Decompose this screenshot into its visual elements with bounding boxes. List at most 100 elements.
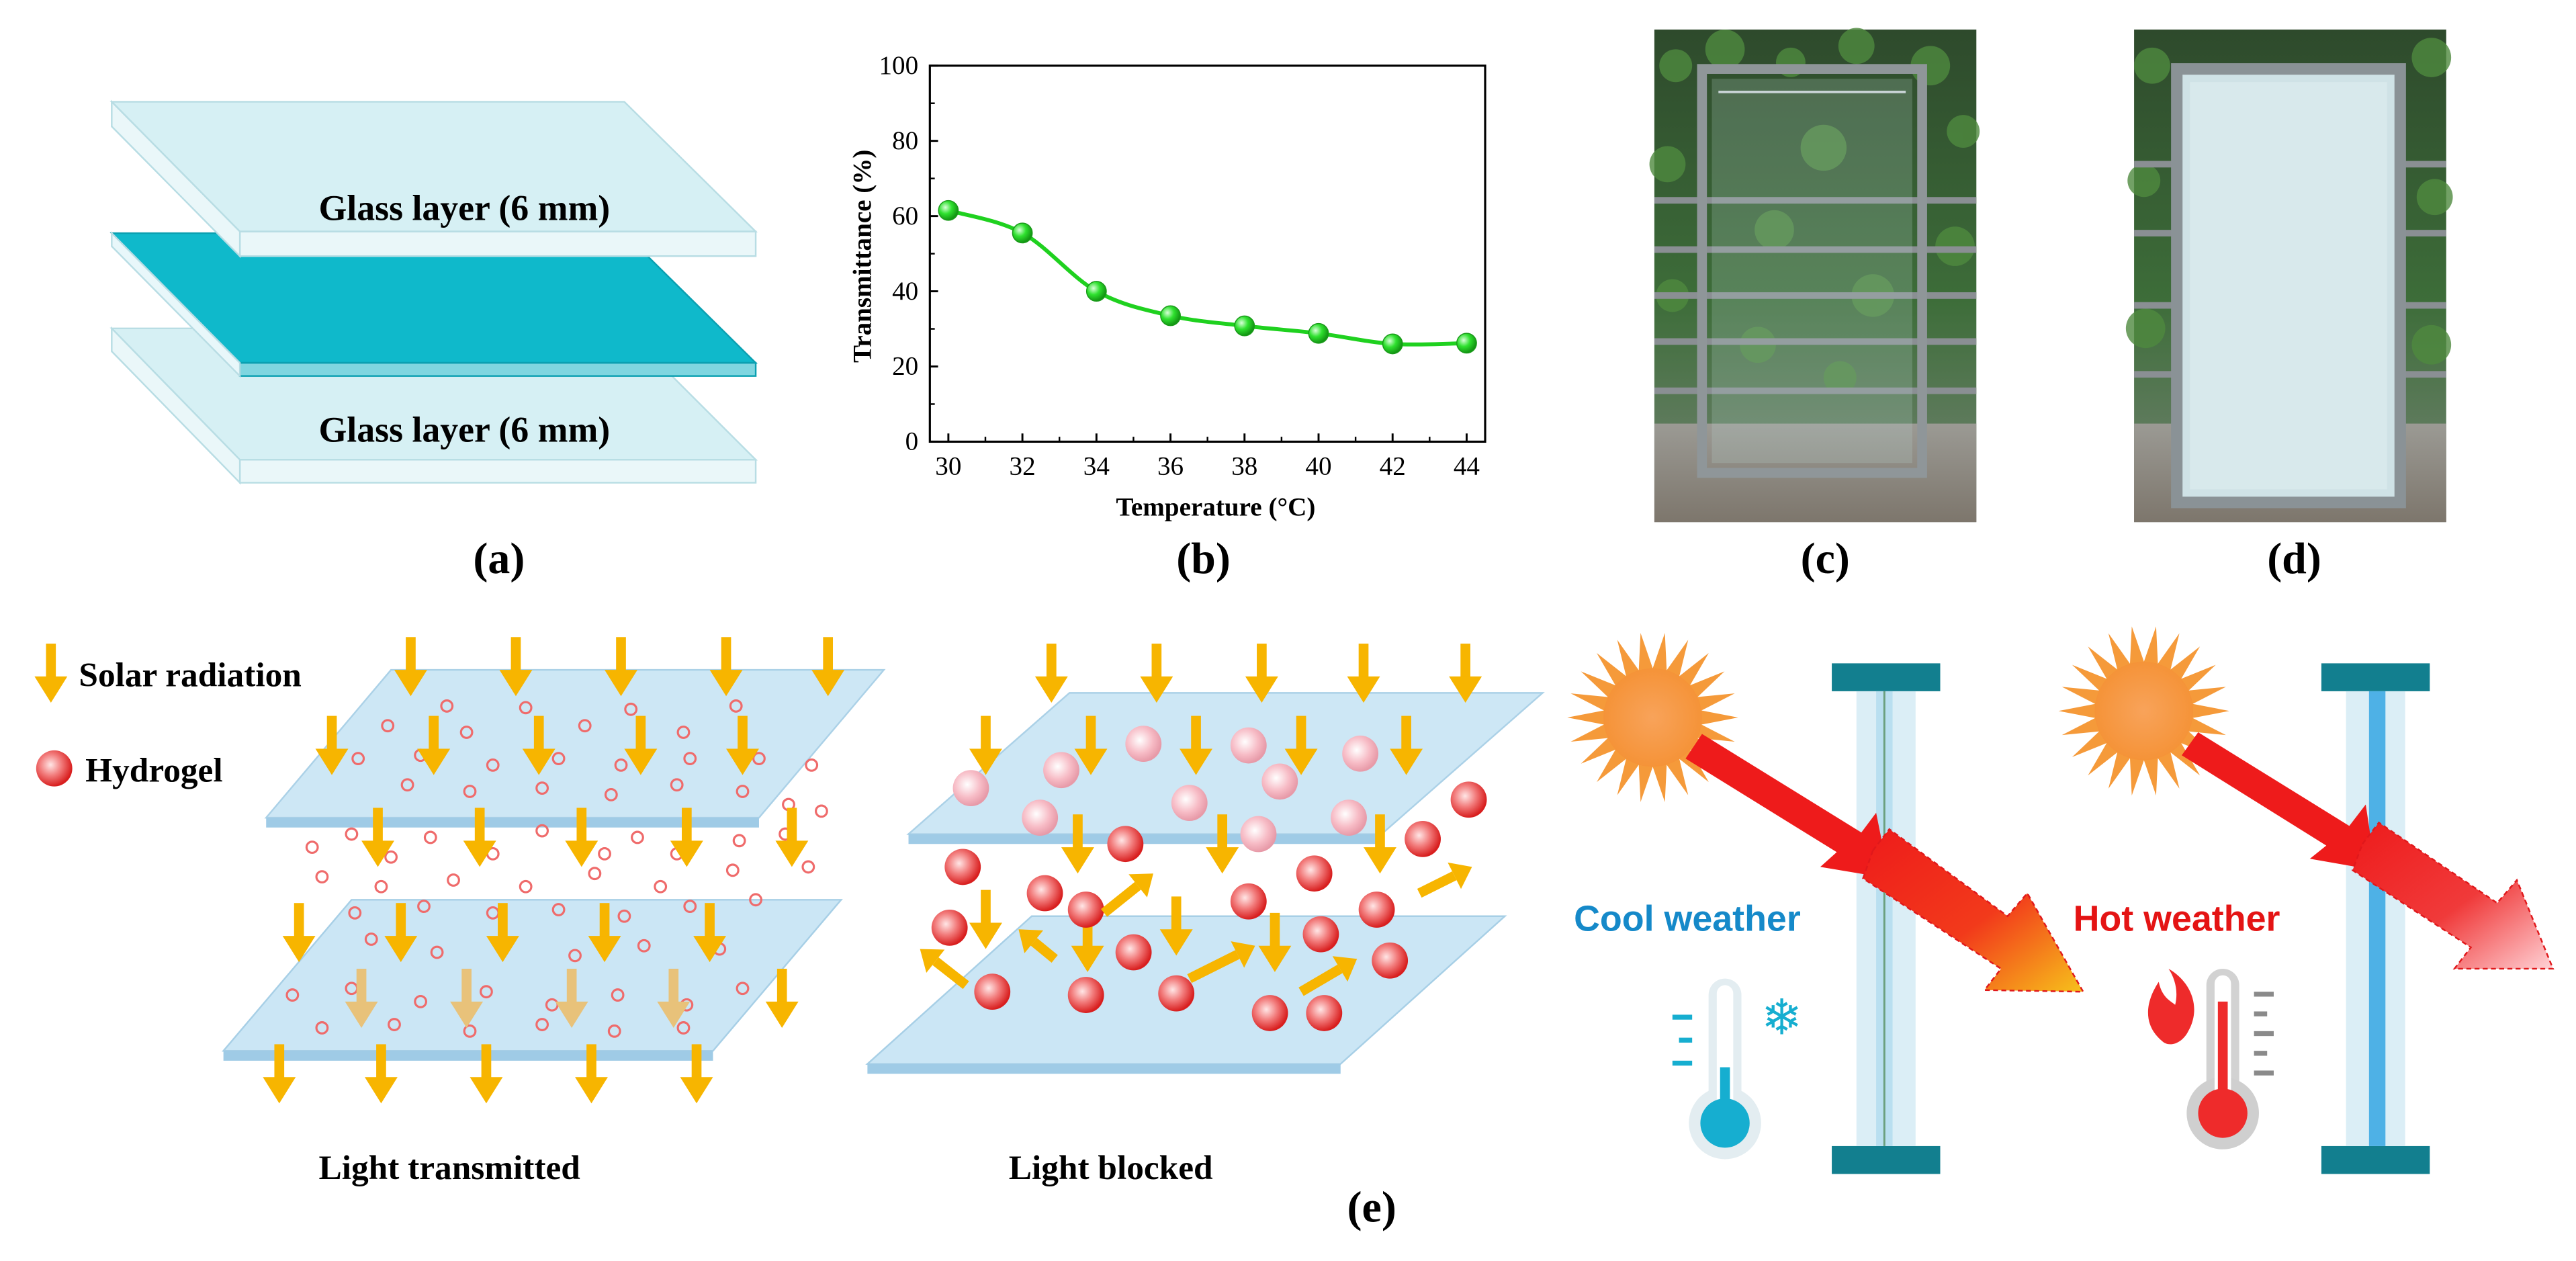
photo-transparent-window [1649,28,1980,523]
hydrogel-particle [1022,799,1059,836]
hydrogel-particle [1331,799,1367,836]
hydrogel-particle [1067,892,1104,928]
hydrogel-particle [624,702,638,716]
cool-weather-label: Cool weather [1574,899,1801,939]
y-tick-label: 60 [892,202,918,230]
hydrogel-particle [463,1024,477,1038]
hydrogel-particle [374,879,388,894]
hydrogel-particle [637,939,651,953]
hydrogel-particle [1302,916,1339,953]
hydrogel-particle [1296,855,1333,892]
hydrogel-particle [535,824,549,838]
sun-icon-hot [2058,626,2229,796]
hydrogel-particle [952,770,989,807]
scattered-ray-head [1448,862,1472,889]
hydrogel-particle [1125,726,1162,763]
hydrogel-particle [683,900,697,913]
hydrogel-particle [414,994,428,1008]
hydrogel-particle [729,699,743,713]
hydrogel-particle [315,870,329,883]
hydrogel-particle [568,949,582,963]
hydrogel-particle [607,1024,621,1038]
solar-ray-arrow [1034,644,1068,703]
hydrogel-particle [1171,785,1208,821]
hydrogel-particle [604,787,618,801]
hydrogel-particle [1450,781,1487,818]
hydrogel-particle [670,778,684,792]
hydrogel-particle [1026,875,1063,912]
hydrogel-particle [1261,763,1298,800]
hydrogel-particle [805,758,819,772]
hot-window-illustration [2058,626,2555,1174]
hydrogel-particle [1342,735,1379,772]
hydrogel-particle [285,988,300,1002]
panel-e-letter: (e) [1347,1182,1396,1231]
scattered-ray-arrow [1298,964,1343,996]
hydrogel-particle [944,849,981,885]
transmitted-label: Light transmitted [318,1149,580,1187]
hydrogel-particle [535,781,549,795]
scattered-ray-head [1018,929,1044,953]
y-axis-label: Transmittance (%) [848,150,877,363]
legend-hydrogel-icon [36,750,73,787]
data-point [1160,305,1181,327]
hydrogel-particle [676,1021,691,1035]
hydrogel-particle [676,726,691,739]
hydrogel-particle [931,909,968,946]
hydrogel-particle [1372,942,1409,979]
hydrogel-particle [617,909,631,923]
x-axis-label: Temperature (°C) [1116,492,1315,521]
top-glass-label: Glass layer (6 mm) [318,188,610,228]
hydrogel-particle [459,726,474,739]
hydrogel-particle [1358,892,1395,928]
sun-icon-cool [1567,633,1738,802]
chart-plot-frame [928,64,1486,443]
hydrogel-particle [519,879,533,894]
hydrogel-particle [305,840,319,855]
hydrogel-particle [578,719,592,733]
hydrogel-particle [1043,752,1079,789]
blocked-label: Light blocked [1009,1149,1213,1187]
legend-hydrogel-label: Hydrogel [85,751,222,789]
data-point [1382,333,1403,355]
hydrogel-particle [749,893,762,907]
hydrogel-particle [423,830,437,844]
panel-a-letter: (a) [473,534,525,583]
y-tick-label: 40 [892,277,918,306]
hydrogel-particle [417,900,431,913]
hydrogel-particle [551,903,566,916]
hydrogel-particle [388,1018,401,1031]
snowflake-icon: ❄ [1761,990,1802,1047]
x-tick-label: 42 [1380,451,1406,480]
scattered-ray-arrow [1417,871,1457,898]
data-point [1308,322,1329,344]
hydrogel-particle [725,863,740,877]
scattered-ray-head [1128,873,1153,898]
hydrogel-particle [588,867,602,881]
hydrogel-particle [1240,816,1277,853]
hydrogel-particle [736,785,750,798]
hydrogel-particle [1306,995,1343,1031]
bottom-glass-label: Glass layer (6 mm) [318,409,610,449]
hydrogel-particle [1158,975,1195,1012]
hydrogel-particle [631,830,644,844]
hydrogel-particle [430,945,444,959]
hydrogel-particle [1067,977,1104,1013]
x-tick-label: 32 [1010,451,1036,480]
hydrogel-particle [348,906,362,920]
data-point [1456,333,1477,354]
hydrogel-particle [440,699,454,713]
scattered-ray-head [1231,941,1255,968]
cold-thermometer-icon [1672,978,1761,1160]
scattered-ray-arrow [1030,938,1058,963]
hydrogel-particle [614,758,628,772]
panel-a-glass-stack [109,99,758,485]
hydrogel-particle [814,804,828,818]
hydrogel-particle [400,778,414,792]
hydrogel-particle [1230,883,1267,920]
hydrogel-particle [364,932,378,946]
hydrogel-particle [974,973,1011,1010]
y-tick-label: 80 [892,126,918,155]
